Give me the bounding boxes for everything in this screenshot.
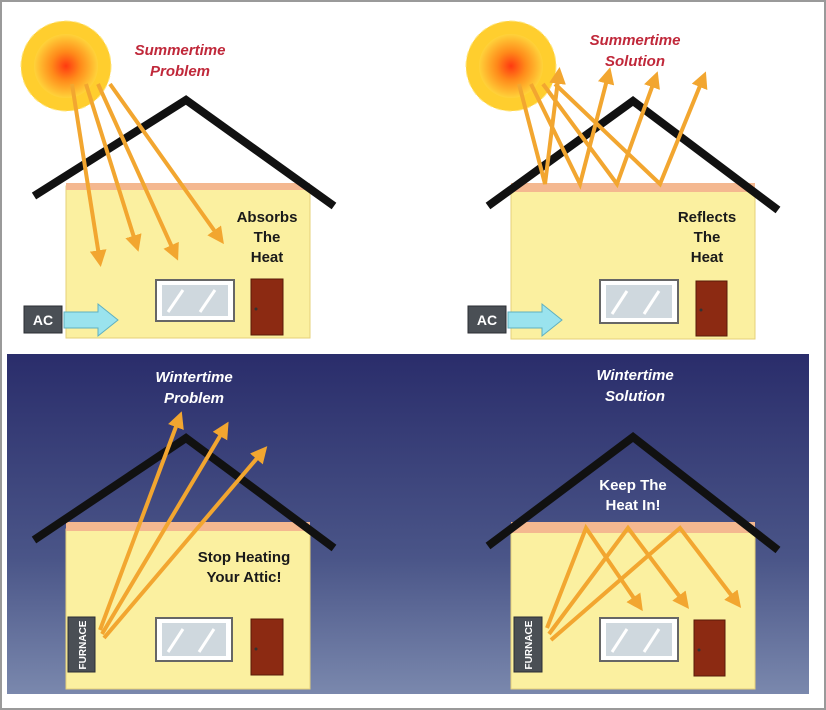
window: [599, 279, 679, 324]
door: [250, 278, 284, 336]
title-line-2: Problem: [150, 63, 210, 80]
title-line-2: Solution: [605, 53, 665, 70]
reflected-ray-arrows: [517, 66, 708, 190]
caption-line-3: Heat: [691, 249, 724, 266]
ac-label: AC: [33, 312, 53, 328]
furnace-label: FURNACE: [524, 620, 535, 669]
window: [599, 617, 679, 662]
ac-airflow-arrow: [507, 302, 563, 338]
door: [695, 280, 728, 337]
roof: [31, 433, 337, 552]
roof: [485, 431, 781, 554]
door: [693, 619, 726, 677]
caption-line-1: Stop Heating: [198, 549, 291, 566]
ac-label: AC: [477, 312, 497, 328]
door: [250, 618, 284, 676]
panel-summer-problem: Summertime Problem Absorbs The Heat: [20, 20, 337, 339]
title-line-1: Wintertime: [155, 369, 232, 386]
sun-ray-arrows: [70, 82, 224, 267]
attic-floor: [66, 522, 310, 531]
furnace-label: FURNACE: [78, 620, 89, 669]
title-line-2: Solution: [605, 388, 665, 405]
furnace-unit: FURNACE: [67, 616, 96, 673]
attic-floor: [511, 183, 755, 192]
attic-floor: [66, 183, 310, 190]
ac-airflow-arrow: [63, 302, 119, 338]
caption-line-1: Absorbs: [237, 209, 298, 226]
title-line-2: Problem: [164, 390, 224, 407]
attic-floor: [511, 522, 755, 533]
panel-summer-solution: Summertime Solution Reflects The Heat: [465, 20, 781, 340]
caption-line-1: Reflects: [678, 209, 736, 226]
window: [155, 617, 233, 662]
house: [485, 96, 781, 340]
title-line-1: Summertime: [590, 32, 681, 49]
panel-winter-solution: Wintertime Solution Keep The Heat In! FU: [485, 367, 781, 690]
roof: [485, 96, 781, 214]
escaping-heat-arrows: [98, 411, 268, 640]
caption-line-2: Heat In!: [605, 497, 660, 514]
panel-winter-problem: Wintertime Problem Stop Heating Your Att…: [31, 369, 337, 690]
caption-line-2: Your Attic!: [207, 569, 282, 586]
caption-line-2: The: [694, 229, 721, 246]
sun-icon: [20, 20, 112, 112]
title-line-1: Wintertime: [596, 367, 673, 384]
furnace-unit: FURNACE: [513, 616, 543, 673]
window: [155, 279, 235, 322]
ac-unit: AC: [467, 302, 563, 338]
ac-unit: AC: [23, 302, 119, 338]
sun-icon: [465, 20, 557, 112]
retained-heat-arrows: [545, 523, 742, 642]
title-line-1: Summertime: [135, 42, 226, 59]
caption-line-2: The: [254, 229, 281, 246]
caption-line-3: Heat: [251, 249, 284, 266]
caption-line-1: Keep The: [599, 477, 667, 494]
